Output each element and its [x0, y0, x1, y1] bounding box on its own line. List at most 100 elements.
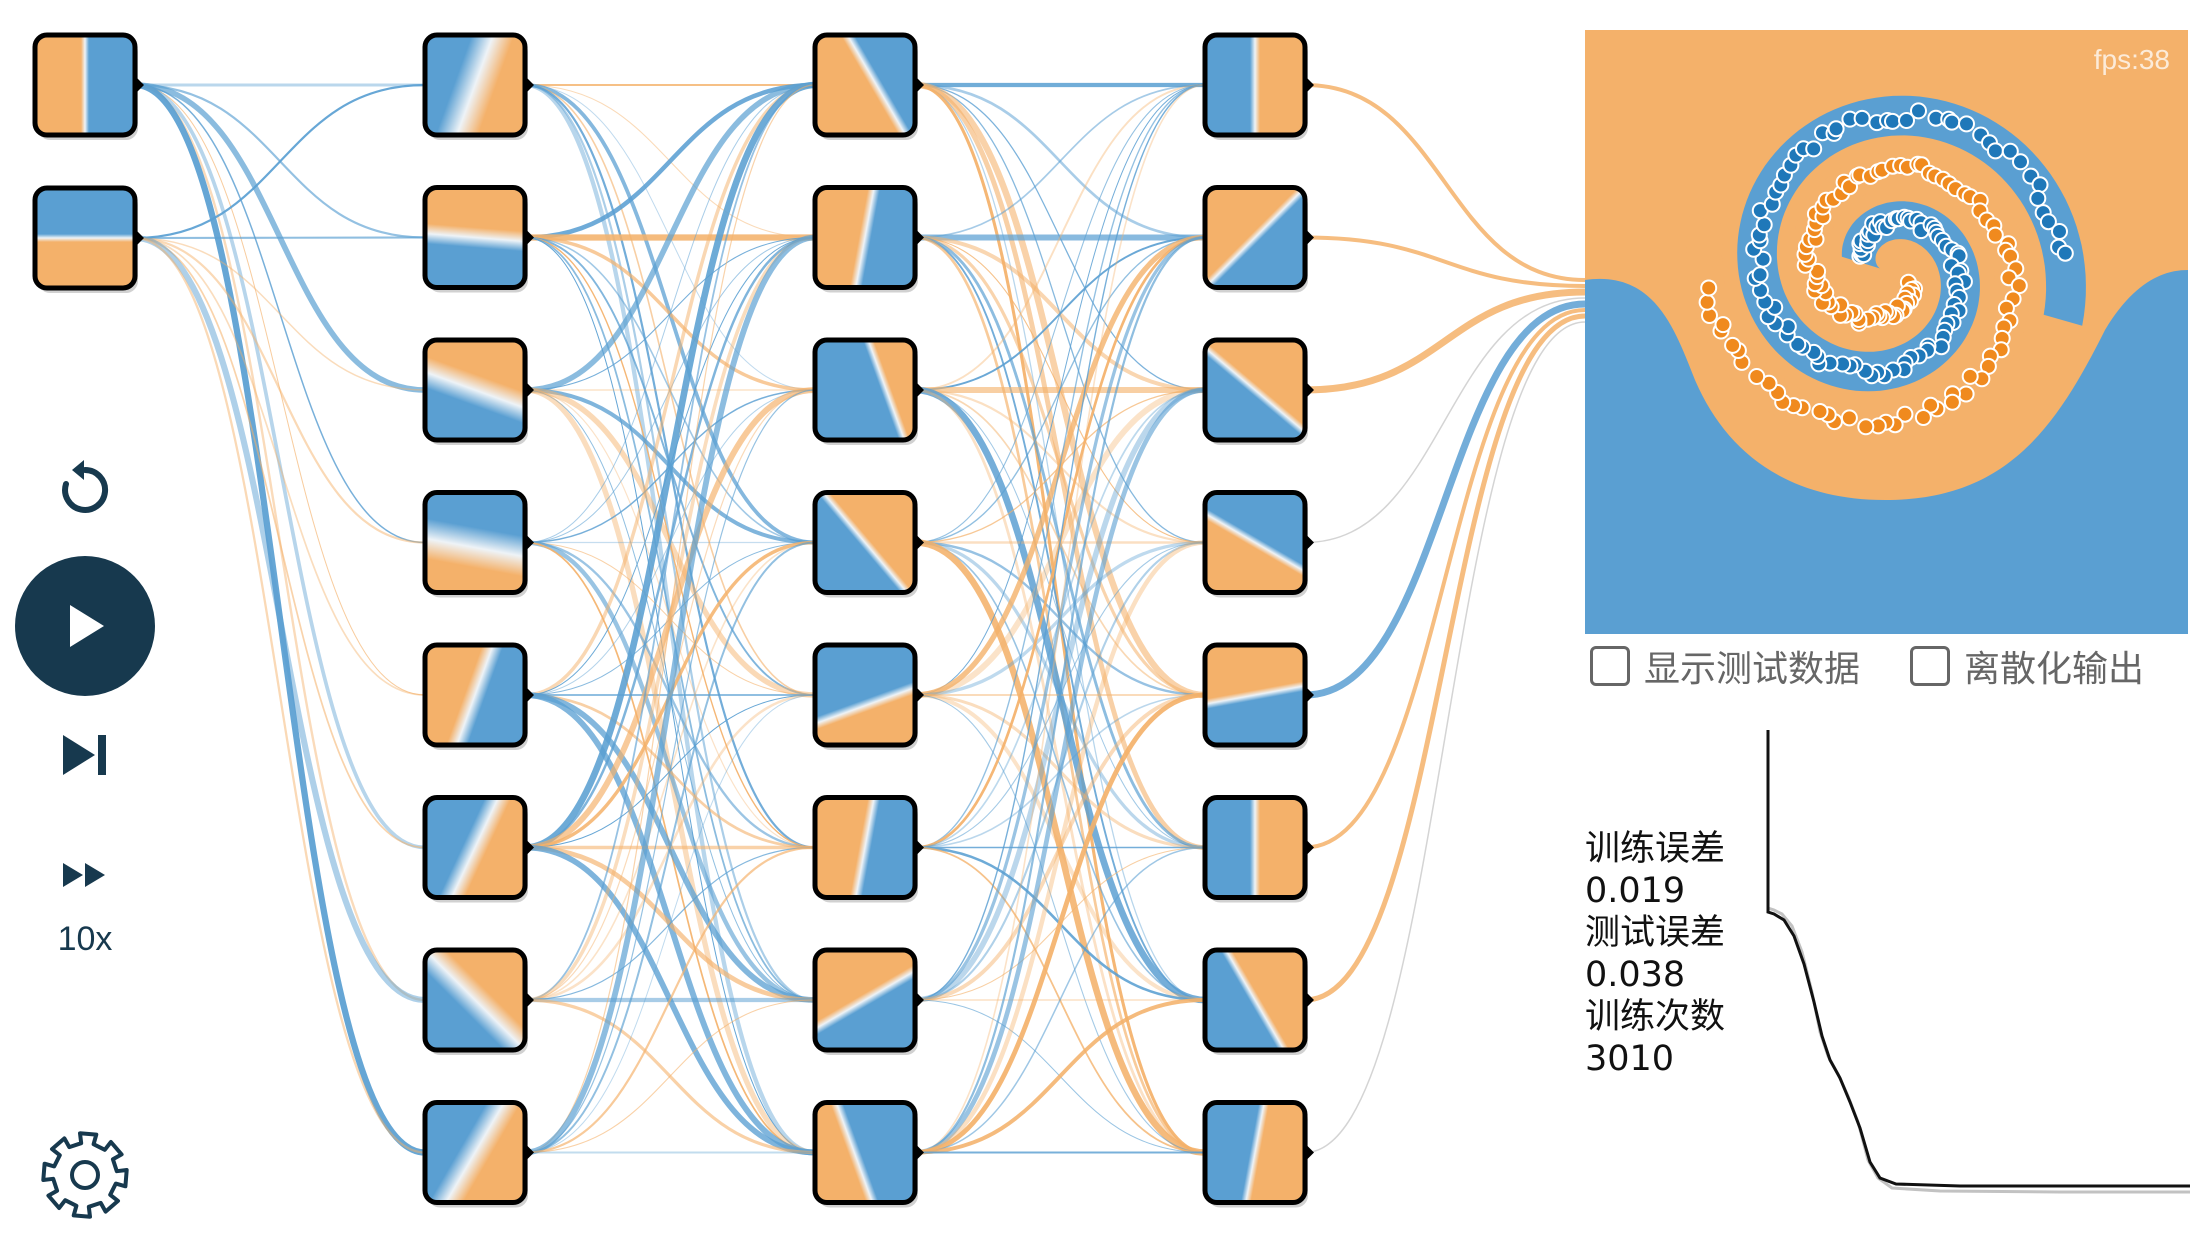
data-point: [1811, 403, 1829, 420]
weight-link[interactable]: [134, 83, 426, 240]
weight-link[interactable]: [914, 84, 1206, 849]
neuron-node[interactable]: [812, 490, 924, 598]
fps-counter: fps:38: [2093, 44, 2170, 75]
neuron-node[interactable]: [422, 185, 534, 293]
weight-link[interactable]: [914, 84, 1206, 544]
weight-link[interactable]: [1304, 297, 1586, 544]
neuron-node[interactable]: [1202, 32, 1314, 140]
neuron-nodes: [32, 32, 1314, 1208]
weight-link[interactable]: [914, 84, 1206, 696]
neuron-node[interactable]: [812, 947, 924, 1055]
weight-link[interactable]: [914, 387, 1206, 1155]
weight-link[interactable]: [524, 846, 816, 1154]
weight-link[interactable]: [914, 692, 1206, 1155]
neuron-node[interactable]: [32, 32, 144, 140]
neuron-node[interactable]: [422, 490, 534, 598]
weight-link[interactable]: [524, 84, 816, 1001]
weight-link[interactable]: [134, 237, 426, 849]
neuron-node[interactable]: [422, 795, 534, 903]
neuron-node[interactable]: [422, 1100, 534, 1208]
weight-link[interactable]: [1304, 288, 1586, 394]
epoch-label: 训练次数: [1585, 997, 1726, 1037]
weight-link[interactable]: [1304, 83, 1586, 282]
weight-link[interactable]: [914, 846, 1206, 1154]
neuron-node[interactable]: [32, 185, 144, 293]
weight-link[interactable]: [524, 84, 816, 1154]
weight-link[interactable]: [914, 235, 1206, 1002]
weight-link[interactable]: [134, 236, 426, 240]
settings-button[interactable]: [35, 1125, 135, 1225]
negative-spiral-band: [1737, 95, 2086, 392]
neuron-node[interactable]: [422, 32, 534, 140]
train-loss-label: 训练误差: [1585, 829, 1726, 869]
neuron-node[interactable]: [812, 1100, 924, 1208]
weight-link[interactable]: [914, 84, 1206, 391]
decision-boundary-plot: [1585, 30, 2188, 634]
play-button[interactable]: [15, 556, 155, 696]
weight-link[interactable]: [914, 84, 1206, 239]
neuron-node[interactable]: [422, 947, 534, 1055]
weight-link[interactable]: [134, 84, 426, 696]
weight-link[interactable]: [1304, 313, 1586, 1003]
weight-link[interactable]: [524, 81, 816, 851]
speed-label: 10x: [57, 920, 113, 958]
weight-link[interactable]: [524, 694, 816, 1153]
data-point: [1714, 316, 1732, 334]
neuron-node[interactable]: [1202, 947, 1314, 1055]
data-point: [2056, 244, 2074, 262]
reset-icon: [62, 460, 109, 513]
data-point: [1751, 266, 1769, 284]
neuron-node[interactable]: [422, 642, 534, 750]
weight-link[interactable]: [134, 234, 426, 1004]
weight-link[interactable]: [524, 84, 816, 543]
test-loss-label: 测试误差: [1585, 913, 1726, 953]
neuron-node[interactable]: [1202, 642, 1314, 750]
step-button[interactable]: [55, 725, 115, 785]
weight-link[interactable]: [524, 83, 816, 697]
weight-link[interactable]: [1304, 321, 1586, 1154]
weight-link[interactable]: [524, 234, 816, 1156]
weight-link[interactable]: [524, 389, 816, 1154]
speed-button[interactable]: [55, 850, 115, 900]
neuron-node[interactable]: [1202, 337, 1314, 445]
weight-link[interactable]: [914, 84, 1206, 1154]
weight-link[interactable]: [134, 236, 426, 544]
weight-link[interactable]: [1304, 300, 1586, 699]
neuron-node[interactable]: [812, 795, 924, 903]
weight-link[interactable]: [914, 236, 1206, 1154]
neuron-node[interactable]: [812, 185, 924, 293]
show-test-data-checkbox[interactable]: 显示测试数据: [1590, 640, 1860, 692]
weight-link[interactable]: [1304, 308, 1586, 850]
weight-link[interactable]: [914, 998, 1206, 1155]
weight-link[interactable]: [134, 237, 426, 391]
weight-link[interactable]: [1304, 235, 1586, 288]
neuron-node[interactable]: [422, 337, 534, 445]
reset-button[interactable]: [50, 455, 120, 525]
weight-link[interactable]: [134, 83, 426, 850]
checkbox-box[interactable]: [1910, 646, 1950, 686]
weight-link[interactable]: [914, 84, 1206, 1001]
data-point: [2031, 176, 2049, 194]
loss-curve-chart: [1766, 730, 2190, 1194]
weight-link[interactable]: [134, 84, 426, 544]
neuron-node[interactable]: [1202, 1100, 1314, 1208]
neuron-node[interactable]: [812, 642, 924, 750]
neuron-node[interactable]: [812, 32, 924, 140]
discretize-output-checkbox[interactable]: 离散化输出: [1910, 640, 2144, 692]
neuron-node[interactable]: [812, 337, 924, 445]
neuron-node[interactable]: [1202, 490, 1314, 598]
weight-link[interactable]: [134, 236, 426, 1154]
weight-link[interactable]: [524, 82, 816, 393]
fast-forward-icon: [63, 863, 105, 887]
weight-link[interactable]: [524, 999, 816, 1154]
weight-link[interactable]: [134, 81, 426, 1156]
weight-link[interactable]: [134, 237, 426, 696]
weight-link[interactable]: [914, 540, 1206, 1155]
weight-link[interactable]: [914, 693, 1206, 1002]
neuron-node[interactable]: [1202, 185, 1314, 293]
neuron-node[interactable]: [1202, 795, 1314, 903]
weight-link[interactable]: [524, 82, 816, 240]
weight-link[interactable]: [524, 541, 816, 1154]
weight-link[interactable]: [524, 846, 816, 1001]
checkbox-box[interactable]: [1590, 646, 1630, 686]
